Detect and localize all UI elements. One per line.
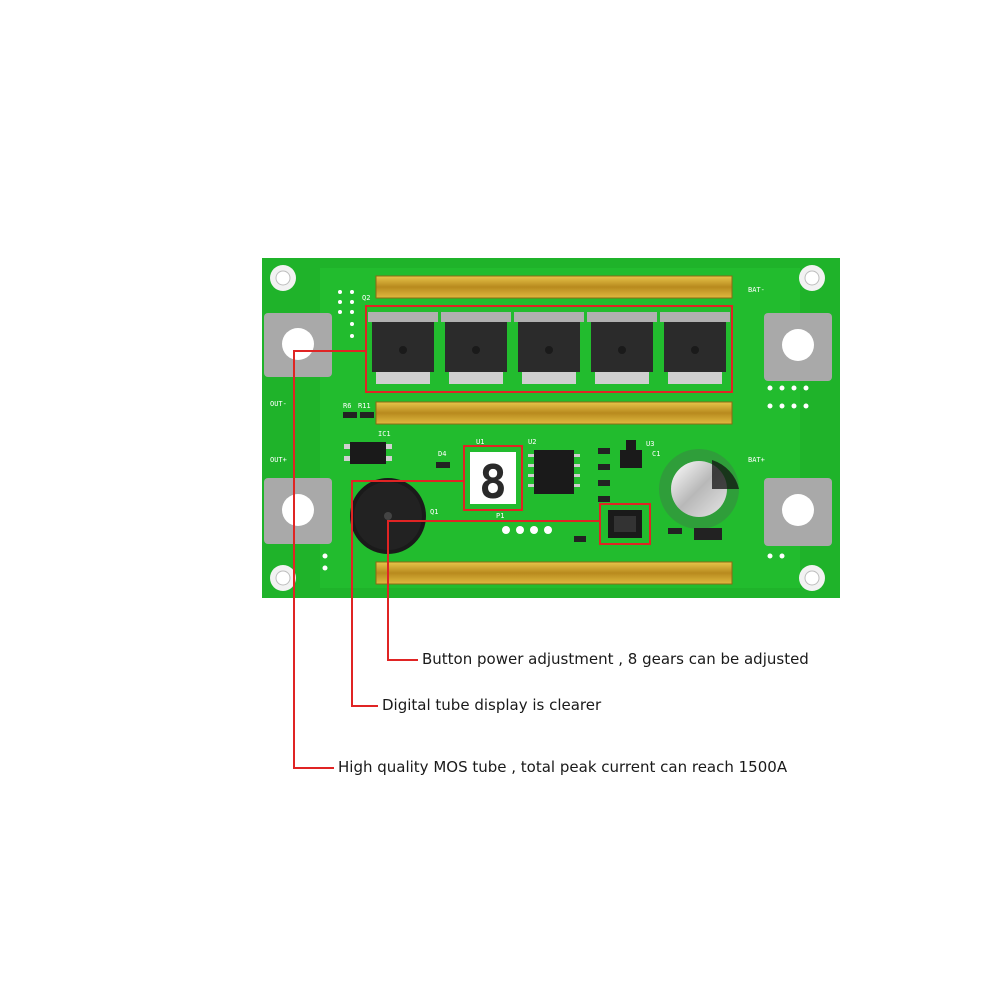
small-pads [322,290,809,571]
label-ic1: IC1 [378,430,391,438]
mosfet [368,312,438,384]
copper-bus-bars [375,275,733,585]
terminal-pads [264,313,832,546]
label-u2: U2 [528,438,536,446]
label-r6: R6 [343,402,351,410]
label-u3: U3 [646,440,654,448]
label-q1: Q1 [430,508,438,516]
u2-chip [528,450,580,494]
electrolytic-capacitor [659,449,739,529]
ic1-chip [344,442,392,464]
label-c1: C1 [652,450,660,458]
p1-header [502,526,552,534]
leader-line-display [351,480,464,707]
label-bat-plus: BAT+ [748,456,765,464]
diode [694,528,722,540]
mosfet [587,312,657,384]
label-p1: P1 [496,512,504,520]
label-u1: U1 [476,438,484,446]
callout-button-power: Button power adjustment , 8 gears can be… [422,650,809,668]
leader-line-mos [293,350,366,769]
mosfet-row [365,305,733,393]
label-bat-minus: BAT- [748,286,765,294]
label-out-minus: OUT- [270,400,287,408]
power-adjust-button [599,503,651,545]
callout-mos-tube: High quality MOS tube , total peak curre… [338,758,788,776]
leader-line-button [387,520,600,661]
mounting-holes [270,265,825,591]
buzzer [350,478,426,554]
label-d4: D4 [438,450,446,458]
callout-digital-display: Digital tube display is clearer [382,696,602,714]
mosfet [660,312,730,384]
u3-regulator [620,440,642,468]
callout-leader-lines [293,350,600,769]
label-out-plus: OUT+ [270,456,287,464]
seven-segment-display: 8 [463,445,523,511]
smd-resistors [343,412,682,542]
label-r11: R11 [358,402,371,410]
display-digit: 8 [479,455,507,509]
mosfet [441,312,511,384]
label-q2: Q2 [362,294,370,302]
mosfet [514,312,584,384]
